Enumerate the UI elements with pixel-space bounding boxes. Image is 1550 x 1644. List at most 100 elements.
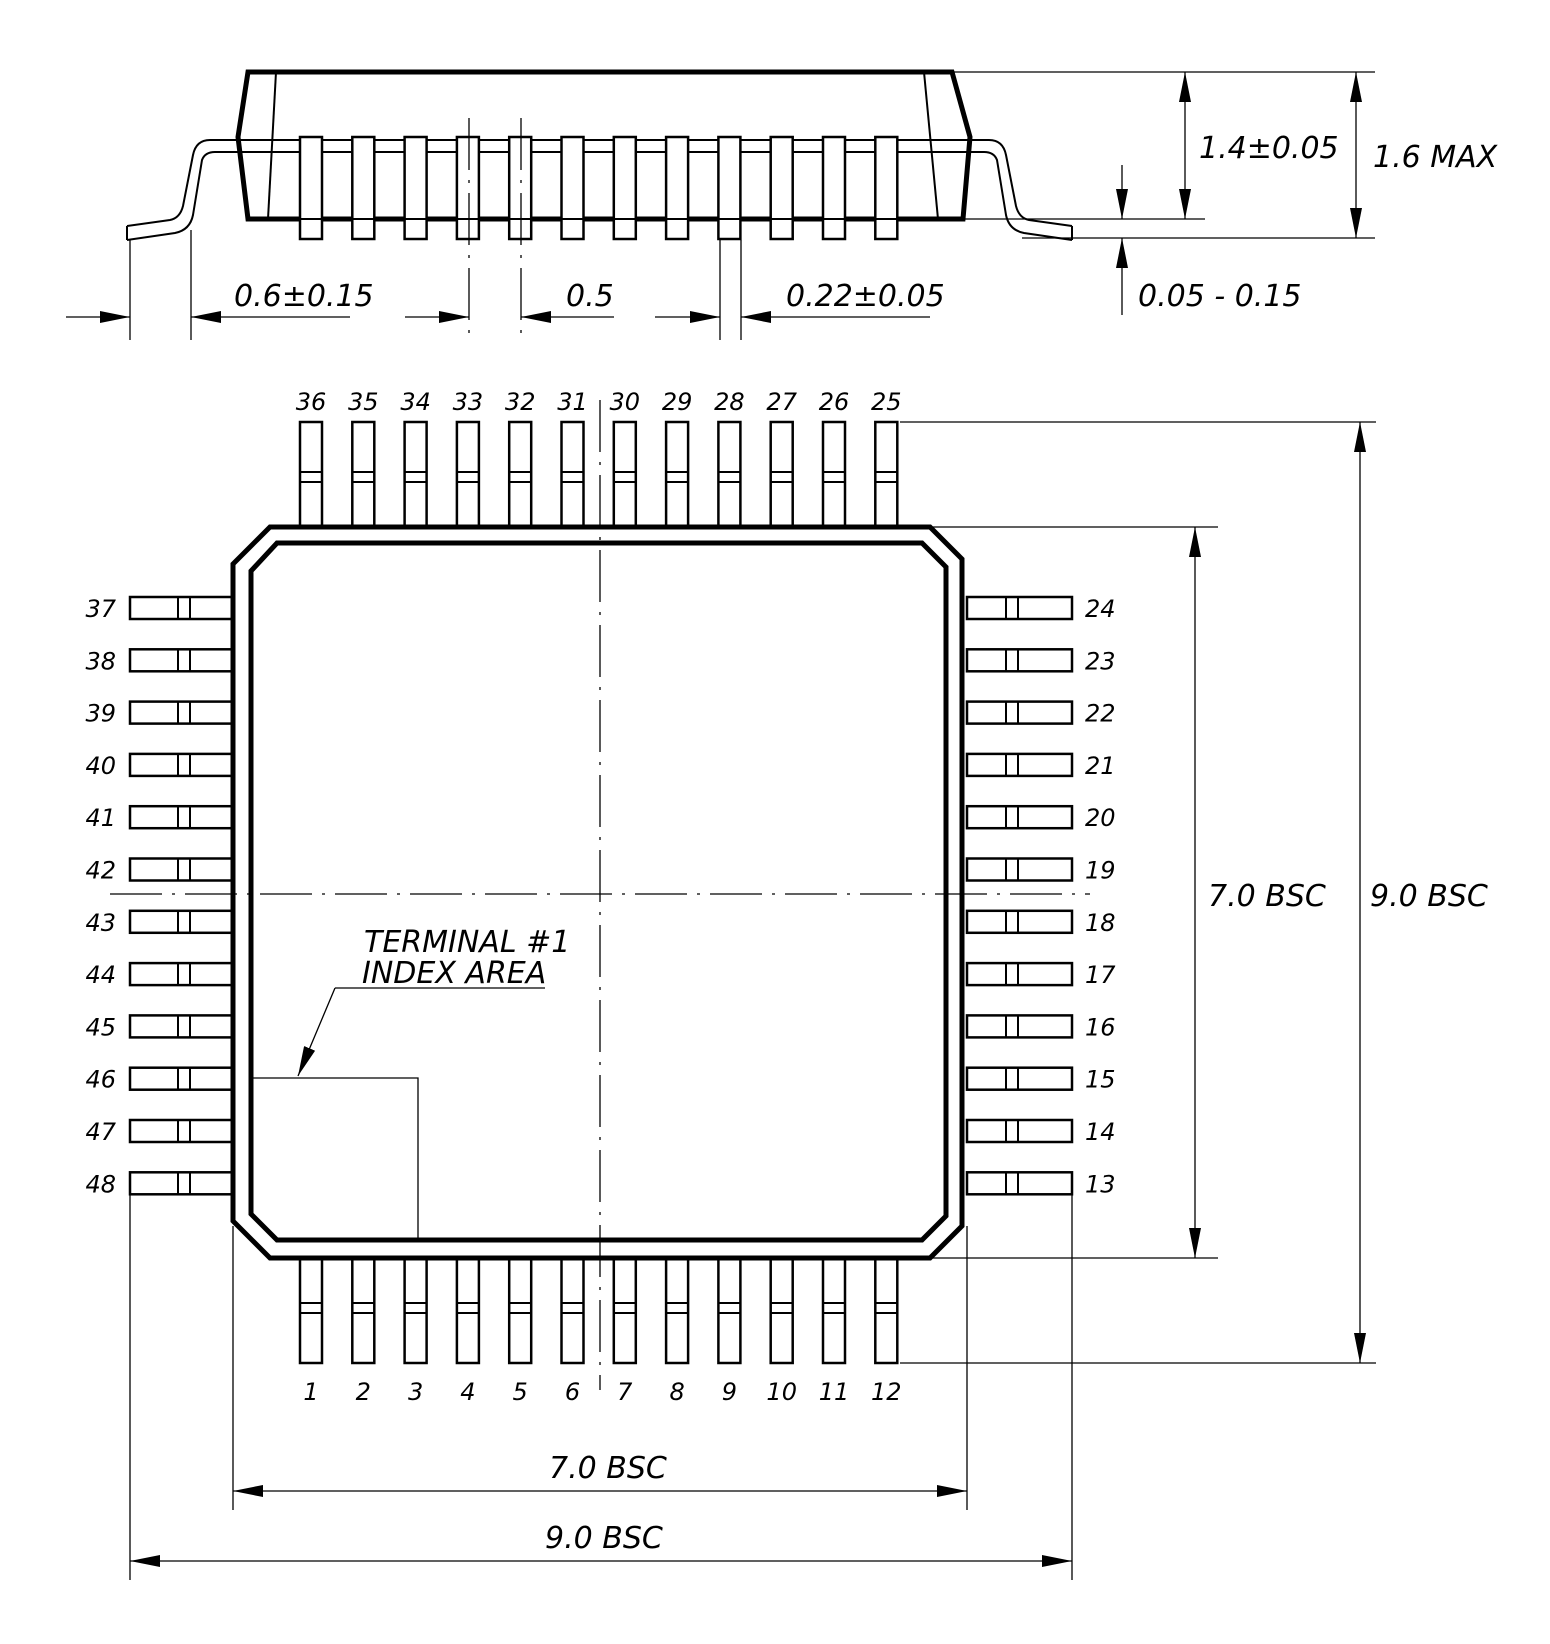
pin-label-top: 26 (819, 388, 850, 416)
pin-label-bottom: 3 (408, 1378, 423, 1406)
pin-label-top: 36 (296, 388, 327, 416)
pin-label-right: 20 (1085, 804, 1116, 832)
side-lead (664, 135, 690, 241)
lead-top (664, 420, 690, 529)
dim-standoff: 0.05 - 0.15 (1116, 165, 1302, 315)
pin-label-right: 21 (1085, 752, 1116, 780)
lead-bottom (874, 1256, 899, 1365)
lead-right (965, 1066, 1074, 1091)
lead-top (769, 420, 794, 529)
lead-right (965, 961, 1074, 987)
lead-top (821, 420, 847, 529)
pin-label-bottom: 11 (819, 1378, 850, 1406)
dim-max-height: 1.6 MAX (1350, 72, 1499, 238)
pin-label-left: 46 (85, 1066, 116, 1094)
side-lead (560, 135, 585, 241)
dim-total-width: 9.0 BSC (129, 1180, 1073, 1580)
lead-right (965, 595, 1074, 621)
side-lead-left (126, 139, 260, 241)
dim-body-height-label: 7.0 BSC (1208, 879, 1326, 914)
dim-lead-width: 0.22±0.05 (655, 240, 945, 340)
pin-label-top: 28 (714, 388, 745, 416)
lead-right (965, 752, 1074, 778)
side-lead (351, 135, 376, 241)
pin-label-top: 25 (871, 388, 902, 416)
lead-top (455, 420, 481, 529)
lead-right (965, 1118, 1074, 1144)
lead-left (128, 595, 235, 621)
lead-right (965, 909, 1074, 935)
pin-label-left: 45 (85, 1013, 116, 1041)
dim-lead-width-label: 0.22±0.05 (786, 279, 945, 314)
lead-right (965, 1014, 1074, 1039)
pin-label-left: 43 (85, 909, 116, 937)
terminal-1-index-area: TERMINAL #1 INDEX AREA (250, 925, 570, 1241)
body-inner-outline (248, 540, 949, 1243)
dim-standoff-label: 0.05 - 0.15 (1138, 279, 1302, 314)
pin-label-right: 13 (1085, 1170, 1116, 1198)
dim-lead-length: 0.6±0.15 (66, 230, 374, 340)
lead-left (128, 1171, 235, 1196)
lead-left (128, 909, 235, 935)
pin-label-bottom: 7 (617, 1378, 633, 1406)
dim-body-thickness-label: 1.4±0.05 (1199, 131, 1339, 166)
side-lead-row (298, 135, 899, 241)
dim-total-width-label: 9.0 BSC (545, 1521, 663, 1556)
pin-label-top: 33 (453, 388, 484, 416)
side-lead-right (940, 139, 1073, 241)
lead-bottom (821, 1256, 847, 1365)
pin-label-right: 19 (1085, 857, 1116, 885)
lead-top (874, 420, 899, 529)
dim-total-height: 9.0 BSC (900, 421, 1488, 1364)
lead-right (965, 857, 1074, 882)
lead-group (128, 420, 1074, 1365)
body-outline (230, 524, 965, 1261)
lead-bottom (298, 1256, 324, 1365)
side-lead (507, 135, 533, 241)
lead-bottom (560, 1256, 585, 1365)
side-lead (769, 135, 794, 241)
side-lead (455, 135, 481, 241)
lead-top (403, 420, 428, 529)
pin-label-top: 32 (505, 388, 536, 416)
index-label-line1: TERMINAL #1 (364, 925, 570, 960)
side-lead (403, 135, 428, 241)
pin-label-left: 40 (85, 752, 116, 780)
pin-label-right: 17 (1085, 961, 1116, 989)
dim-pitch-label: 0.5 (566, 279, 614, 314)
lead-top (560, 420, 585, 529)
pin-label-left: 39 (85, 700, 116, 728)
pin-label-right: 22 (1085, 700, 1116, 728)
lead-left (128, 961, 235, 987)
lead-top (298, 420, 324, 529)
dim-body-width-label: 7.0 BSC (549, 1451, 667, 1486)
side-lead (821, 135, 847, 241)
pin-label-right: 23 (1085, 647, 1116, 675)
pin-label-left: 42 (85, 857, 116, 885)
pin-label-bottom: 2 (356, 1378, 371, 1406)
lead-right (965, 804, 1074, 830)
lead-top (717, 420, 742, 529)
pin-label-left: 48 (85, 1170, 116, 1198)
side-lead (612, 135, 638, 241)
pin-label-left: 47 (85, 1118, 116, 1146)
lead-bottom (455, 1256, 481, 1365)
lead-top (351, 420, 376, 529)
dim-max-height-label: 1.6 MAX (1373, 140, 1499, 175)
lead-bottom (507, 1256, 533, 1365)
lead-left (128, 804, 235, 830)
lead-bottom (403, 1256, 428, 1365)
lead-bottom (769, 1256, 794, 1365)
pin-label-bottom: 4 (460, 1378, 475, 1406)
lead-left (128, 1066, 235, 1091)
pin-label-right: 15 (1085, 1066, 1116, 1094)
pin-label-right: 16 (1085, 1013, 1116, 1041)
dim-body-height: 7.0 BSC (930, 526, 1326, 1259)
pin-label-top: 35 (348, 388, 379, 416)
index-label-line2: INDEX AREA (362, 956, 546, 991)
side-lead (717, 135, 742, 241)
pin-label-top: 29 (662, 388, 693, 416)
dim-pitch: 0.5 (405, 279, 614, 323)
pin-label-bottom: 8 (669, 1378, 684, 1406)
pin-label-bottom: 1 (303, 1378, 318, 1406)
